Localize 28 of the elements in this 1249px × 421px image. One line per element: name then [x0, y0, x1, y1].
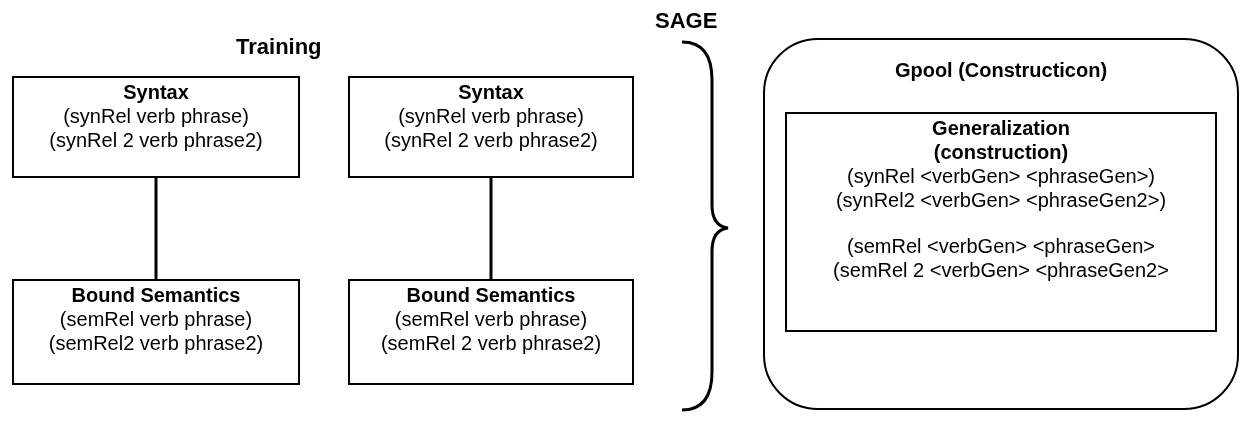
- text-box: [12, 279, 300, 385]
- box-heading: Gpool (Constructicon): [894, 58, 1108, 82]
- text-box: [348, 279, 634, 385]
- box-heading: Syntax: [123, 80, 189, 104]
- expression-text: (semRel verb phrase): [394, 307, 588, 331]
- expression-text: (semRel <verbGen> <phraseGen>: [847, 234, 1155, 258]
- expression-text: (semRel 2 verb phrase2): [380, 331, 602, 355]
- box-heading: Syntax: [458, 80, 524, 104]
- text-box: [785, 112, 1217, 332]
- expression-text: (semRel verb phrase): [59, 307, 253, 331]
- text-box: [12, 76, 300, 178]
- box-heading: Bound Semantics: [71, 283, 241, 307]
- connector-line: [489, 178, 493, 279]
- heading-label: Training: [236, 34, 322, 60]
- rounded-container: [763, 38, 1239, 410]
- expression-text: (semRel 2 <verbGen> <phraseGen2>: [833, 258, 1169, 282]
- expression-text: (synRel <verbGen> <phraseGen>): [847, 164, 1155, 188]
- heading-label: SAGE: [655, 8, 718, 34]
- expression-text: (synRel verb phrase): [63, 104, 249, 128]
- connector-line: [154, 178, 158, 279]
- box-heading: Generalization (construction): [931, 116, 1071, 164]
- box-heading: Bound Semantics: [406, 283, 576, 307]
- expression-text: (synRel verb phrase): [398, 104, 584, 128]
- text-box: [348, 76, 634, 178]
- expression-text: (synRel 2 verb phrase2): [384, 128, 598, 152]
- expression-text: (synRel 2 verb phrase2): [49, 128, 263, 152]
- expression-text: (semRel2 verb phrase2): [48, 331, 264, 355]
- expression-text: (synRel2 <verbGen> <phraseGen2>): [835, 188, 1167, 212]
